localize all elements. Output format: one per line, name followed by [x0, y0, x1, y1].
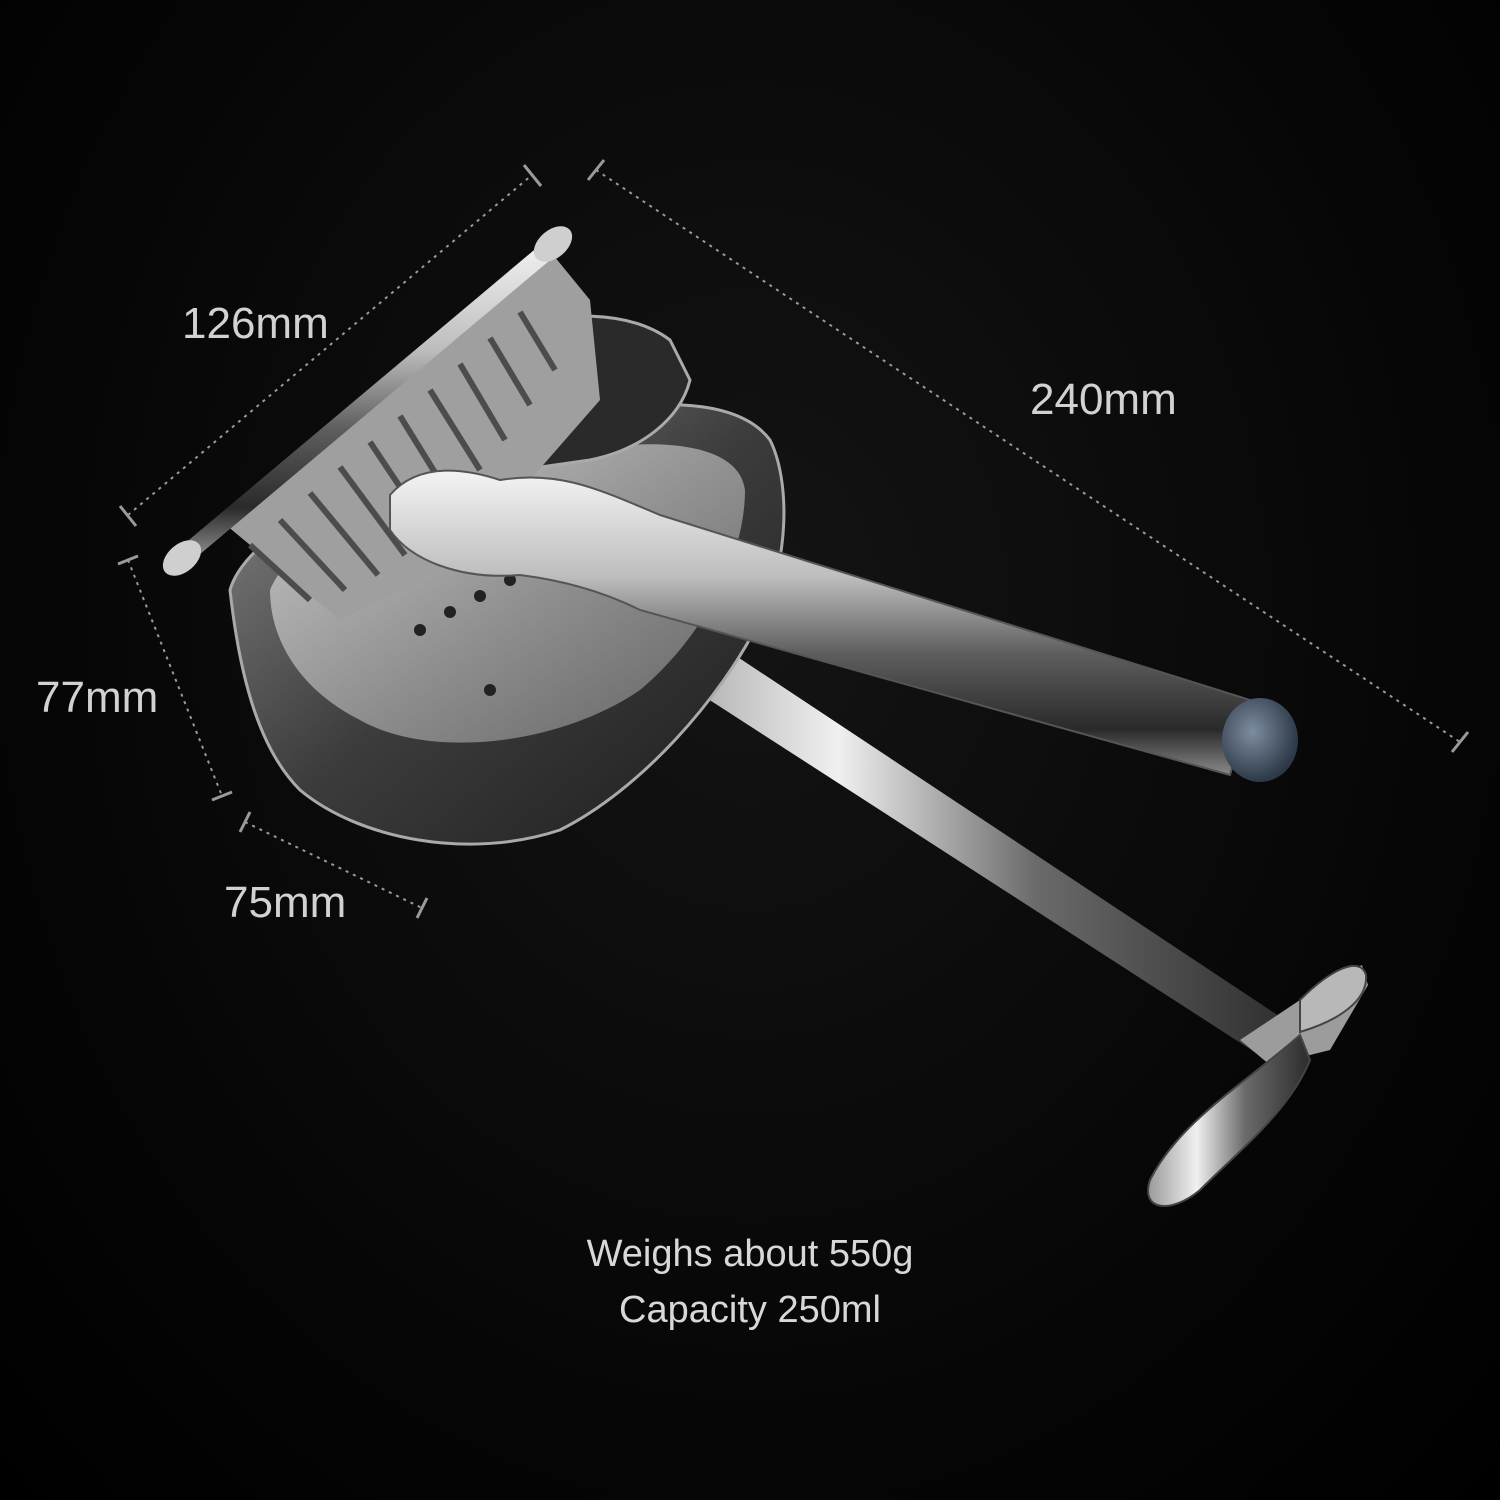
dim-label-height: 77mm	[36, 673, 158, 722]
hinge-rod	[162, 226, 573, 576]
dimension-ticks	[117, 159, 1470, 919]
upper-handle	[389, 469, 1298, 782]
handle-end-cap	[1222, 698, 1298, 782]
dim-label-depth: 75mm	[224, 878, 346, 927]
depth-dimension-line	[244, 821, 423, 909]
width-dimension-line	[127, 174, 533, 516]
dimension-lines	[127, 169, 1461, 909]
dim-label-width: 126mm	[182, 299, 329, 348]
height-dimension-line	[127, 559, 223, 797]
caption-capacity: Capacity 250ml	[619, 1289, 881, 1331]
lower-handle	[640, 640, 1368, 1207]
dim-label-length: 240mm	[1030, 375, 1177, 424]
caption-weight: Weighs about 550g	[587, 1233, 914, 1275]
